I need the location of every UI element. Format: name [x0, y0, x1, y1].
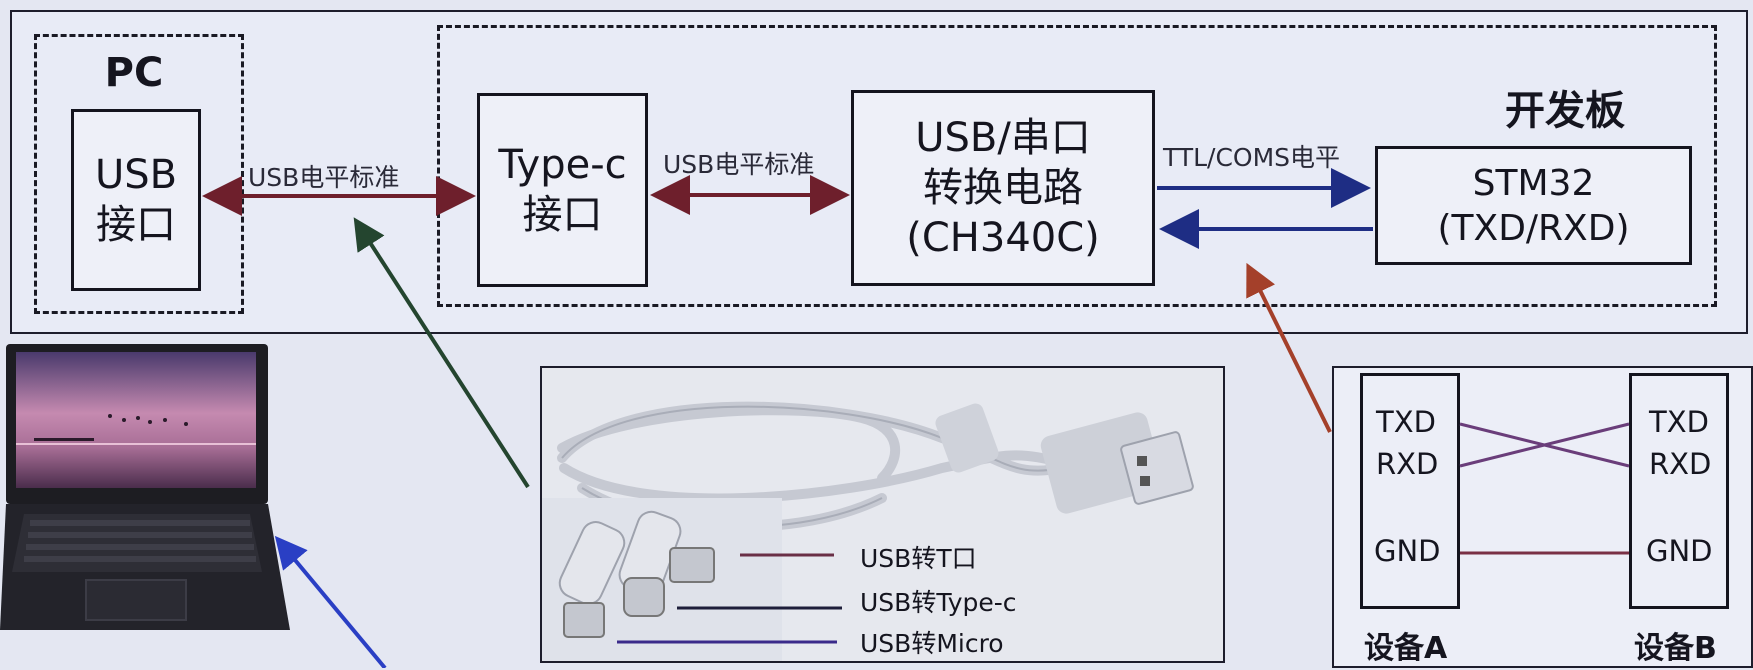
legend-label-t-port: USB转T口: [860, 544, 977, 573]
wiring-panel: TXD RXD GND TXD RXD GND 设备A 设备B: [1332, 366, 1753, 668]
device-b-box: [1629, 373, 1729, 609]
mcu-line2: (TXD/RXD): [1437, 207, 1630, 249]
converter-box: USB/串口 转换电路 (CH340C): [851, 90, 1155, 286]
converter-line3: (CH340C): [906, 215, 1100, 261]
board-group: [437, 25, 1717, 307]
pointer-laptop-to-pc: [274, 535, 387, 668]
typec-port-line2: 接口: [522, 192, 603, 238]
typec-port-box: Type-c 接口: [477, 93, 648, 287]
laptop-graphic: [0, 344, 290, 630]
cable-photo-panel: USB转T口 USB转Type-c USB转Micro: [540, 366, 1225, 663]
pc-group: [34, 34, 244, 314]
device-a-pin-gnd: GND: [1374, 534, 1441, 568]
laptop-image: [0, 340, 290, 640]
converter-line2: 转换电路: [923, 165, 1083, 211]
legend-label-micro: USB转Micro: [860, 629, 1004, 658]
device-a-box: [1360, 373, 1460, 609]
pointer-cable-to-usb: [353, 217, 530, 489]
pc-usb-port-box: USB 接口: [71, 109, 201, 291]
mcu-line1: STM32: [1472, 162, 1595, 204]
cable-graphic: [542, 368, 1223, 661]
device-b-name: 设备B: [1634, 631, 1717, 666]
mcu-box: STM32 (TXD/RXD): [1375, 146, 1692, 265]
device-a-pin-txd: TXD: [1376, 405, 1436, 439]
legend-lines: [617, 553, 842, 644]
device-b-pin-gnd: GND: [1646, 534, 1713, 568]
pc-usb-port-line2: 接口: [96, 202, 176, 248]
device-b-pin-rxd: RXD: [1649, 447, 1712, 481]
device-b-pin-txd: TXD: [1649, 405, 1709, 439]
converter-line1: USB/串口: [915, 115, 1091, 161]
device-a-pin-rxd: RXD: [1376, 447, 1439, 481]
device-a-name: 设备A: [1364, 631, 1448, 666]
pc-title: PC: [104, 50, 164, 96]
typec-port-line1: Type-c: [498, 142, 627, 188]
legend-label-typec: USB转Type-c: [860, 588, 1017, 617]
wiring-lines: [1459, 422, 1630, 555]
arrow-label-typec-converter: USB电平标准: [663, 150, 815, 179]
pointer-wiring-to-serial: [1246, 262, 1332, 433]
arrow-label-converter-mcu: TTL/COMS电平: [1163, 143, 1341, 172]
wire-a-rxd-to-b-txd: [1459, 422, 1630, 468]
pc-usb-port-line1: USB: [94, 152, 178, 198]
board-title: 开发板: [1505, 88, 1625, 134]
